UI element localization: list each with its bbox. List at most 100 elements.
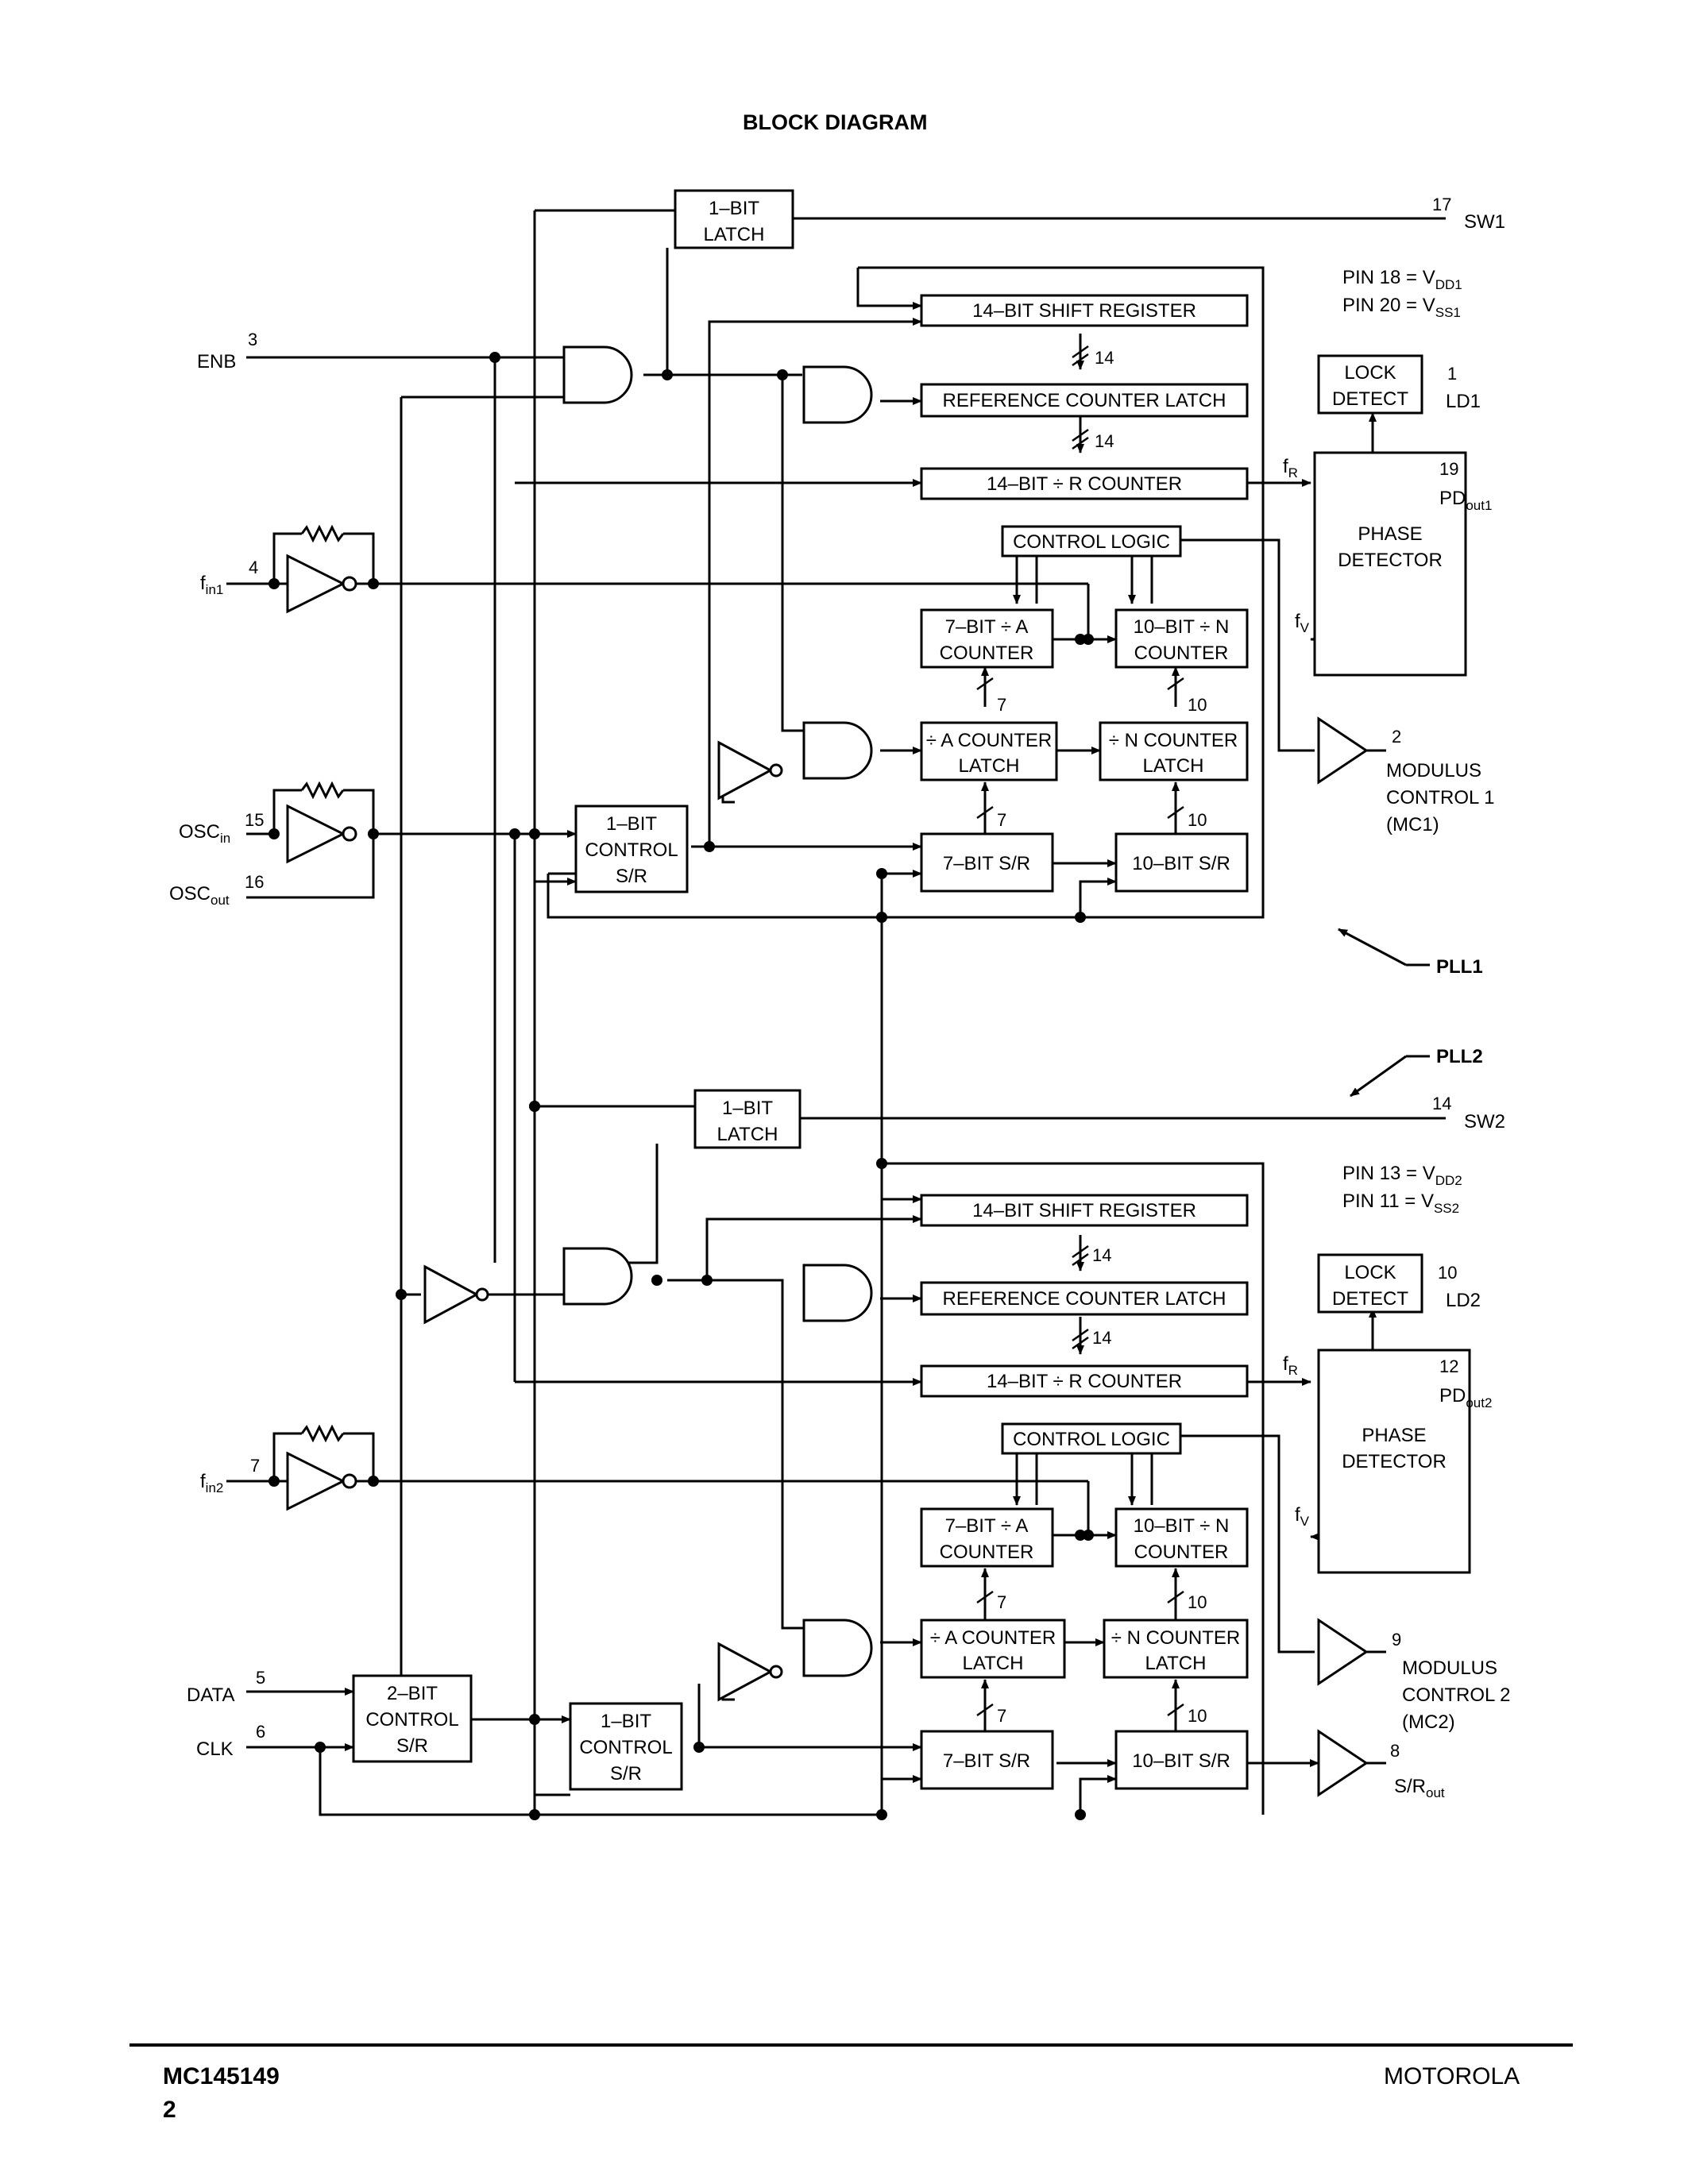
mc2-pin: 9 xyxy=(1392,1630,1401,1650)
bus-width-10d: 10 xyxy=(1188,1706,1207,1726)
n-counter2-line2: COUNTER xyxy=(1134,1542,1229,1563)
oscout-label: OSCout xyxy=(169,883,230,908)
mc1-line2: CONTROL 1 xyxy=(1386,787,1494,808)
r-counter-2 xyxy=(920,1364,1249,1398)
ld1-label: LD1 xyxy=(1446,391,1481,412)
shift-register-1 xyxy=(920,294,1249,327)
ctrl-sr2-line3: S/R xyxy=(610,1763,642,1785)
mc1-line1: MODULUS xyxy=(1386,760,1481,781)
sr7-1-label: 7–BIT S/R xyxy=(943,853,1030,874)
pd1-label: PDout1 xyxy=(1439,488,1492,513)
sr7-2 xyxy=(920,1730,1054,1790)
and-gate-alatch2 xyxy=(802,1619,873,1677)
r-counter1-label: 14–BIT ÷ R COUNTER xyxy=(987,473,1182,495)
enb-pin: 3 xyxy=(248,330,257,349)
pd1-pin: 19 xyxy=(1439,459,1458,479)
lock1-line2: DETECT xyxy=(1332,388,1408,410)
clk-label: CLK xyxy=(196,1738,234,1760)
ctrl-sr1-line3: S/R xyxy=(616,866,647,887)
a-latch2-line2: LATCH xyxy=(963,1653,1024,1674)
n-latch2-line2: LATCH xyxy=(1145,1653,1207,1674)
n-counter-latch-1 xyxy=(1099,721,1249,781)
oscin-pin: 15 xyxy=(245,810,264,830)
data-label: DATA xyxy=(187,1684,234,1706)
ctrl-sr-2 xyxy=(569,1702,683,1791)
page-number: 2 xyxy=(163,2097,176,2123)
ref-counter-latch-2 xyxy=(920,1281,1249,1316)
vdd2-label: PIN 13 = VDD2 xyxy=(1342,1163,1462,1188)
mc2-line1: MODULUS xyxy=(1402,1657,1497,1679)
r-counter2-label: 14–BIT ÷ R COUNTER xyxy=(987,1371,1182,1392)
sw2-label: SW2 xyxy=(1464,1111,1505,1133)
control-logic1-label: CONTROL LOGIC xyxy=(1013,531,1170,553)
vdd1-label: PIN 18 = VDD1 xyxy=(1342,267,1462,292)
ref-counter-latch-1 xyxy=(920,383,1249,418)
n-latch1-line1: ÷ N COUNTER xyxy=(1109,730,1238,751)
and-gate-ref1 xyxy=(802,365,873,424)
mc1-pin: 2 xyxy=(1392,727,1401,747)
sr10-1 xyxy=(1114,832,1249,893)
phase1-line2: DETECTOR xyxy=(1338,550,1443,571)
oscin-label: OSCin xyxy=(179,821,230,846)
data-pin: 5 xyxy=(256,1668,265,1688)
inverter-osc xyxy=(286,804,346,864)
and-gate-enb1 xyxy=(562,345,633,404)
latch2-line2: LATCH xyxy=(717,1124,778,1145)
inverter-enb2 xyxy=(423,1264,480,1325)
inverter-fin1 xyxy=(286,554,346,614)
sr7-2-label: 7–BIT S/R xyxy=(943,1750,1030,1772)
n-latch1-line2: LATCH xyxy=(1143,755,1204,777)
control-logic2-label: CONTROL LOGIC xyxy=(1013,1429,1170,1450)
bus-width-7a: 7 xyxy=(997,695,1006,715)
pd2-pin: 12 xyxy=(1439,1356,1458,1376)
lock-detect-2 xyxy=(1317,1253,1423,1314)
a-latch1-line2: LATCH xyxy=(959,755,1020,777)
bus-width-10c: 10 xyxy=(1188,1592,1207,1612)
pll2-enclosure xyxy=(878,1162,1265,1815)
bus-width-7c: 7 xyxy=(997,1592,1006,1612)
resistor-osc xyxy=(300,781,345,800)
mc2-line2: CONTROL 2 xyxy=(1402,1684,1510,1706)
latch2-line1: 1–BIT xyxy=(722,1098,773,1119)
phase-detector-2 xyxy=(1317,1349,1471,1574)
buffer-mc2 xyxy=(1317,1618,1369,1686)
a-counter-1 xyxy=(920,608,1054,669)
vss1-label: PIN 20 = VSS1 xyxy=(1342,295,1461,320)
buffer-sr-out xyxy=(1317,1729,1369,1797)
mc2-line3: (MC2) xyxy=(1402,1711,1455,1733)
latch1-line1: 1–BIT xyxy=(709,198,759,219)
bus-width-10a: 10 xyxy=(1188,695,1207,715)
fr2-label: fR xyxy=(1283,1353,1298,1378)
phase-detector-1 xyxy=(1313,451,1467,677)
ctrl-2bit-line3: S/R xyxy=(396,1735,428,1757)
phase2-line1: PHASE xyxy=(1362,1425,1426,1446)
sw1-label: SW1 xyxy=(1464,211,1505,233)
bus-width-14b: 14 xyxy=(1095,431,1114,451)
sw1-pin: 17 xyxy=(1432,195,1451,214)
n-counter-latch-2 xyxy=(1103,1619,1249,1679)
sr7-1 xyxy=(920,832,1054,893)
ctrl-sr-1 xyxy=(574,805,689,893)
n-counter-1 xyxy=(1114,608,1249,669)
diagram-title: BLOCK DIAGRAM xyxy=(743,110,927,134)
a-counter1-line1: 7–BIT ÷ A xyxy=(945,616,1029,638)
latch-1bit-sw1 xyxy=(674,189,794,249)
control-logic-2 xyxy=(1001,1422,1182,1455)
phase2-line2: DETECTOR xyxy=(1342,1451,1447,1472)
a-latch2-line1: ÷ A COUNTER xyxy=(930,1627,1056,1649)
ld2-pin: 10 xyxy=(1438,1263,1457,1283)
buffer-mc1 xyxy=(1317,716,1369,785)
bus-width-7b: 7 xyxy=(997,810,1006,830)
ld2-label: LD2 xyxy=(1446,1290,1481,1311)
ld1-pin: 1 xyxy=(1447,364,1457,384)
n-counter1-line2: COUNTER xyxy=(1134,642,1229,664)
ctrl-sr2-line1: 1–BIT xyxy=(601,1711,651,1732)
lock-detect-1 xyxy=(1317,354,1423,415)
bus-width-10b: 10 xyxy=(1188,810,1207,830)
phase1-line1: PHASE xyxy=(1358,523,1422,545)
vss2-label: PIN 11 = VSS2 xyxy=(1342,1190,1459,1216)
n-counter1-line1: 10–BIT ÷ N xyxy=(1134,616,1230,638)
latch1-line2: LATCH xyxy=(704,224,765,245)
mc1-line3: (MC1) xyxy=(1386,814,1439,835)
a-counter2-line2: COUNTER xyxy=(940,1542,1034,1563)
